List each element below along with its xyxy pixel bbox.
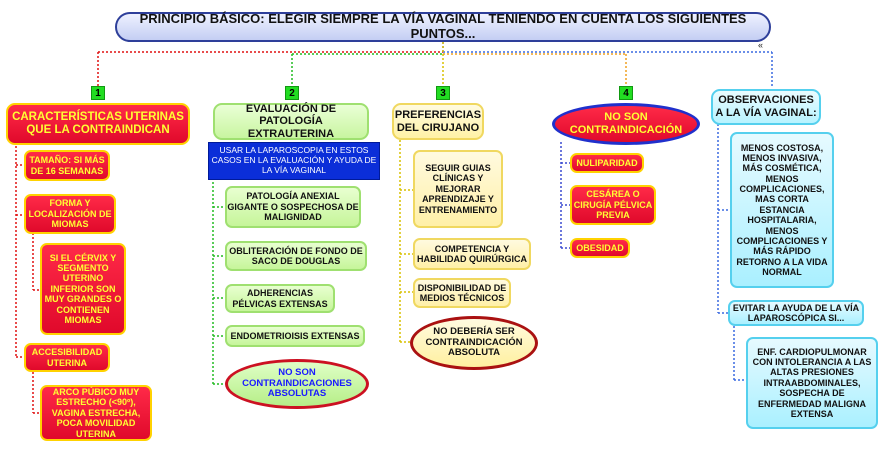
column-number-3: 3 <box>436 86 450 100</box>
col4-item-prior-surgery: CESÁREA O CIRUGÍA PÉLVICA PREVIA <box>570 185 656 225</box>
col2-item-adnexal: PATOLOGÍA ANEXIAL GIGANTE O SOSPECHOSA D… <box>225 186 361 228</box>
col2-item-douglas: OBLITERACIÓN DE FONDO DE SACO DE DOUGLAS <box>225 241 367 271</box>
col5-item-benefits: MENOS COSTOSA, MENOS INVASIVA, MÁS COSMÉ… <box>730 132 834 288</box>
column-number-4: 4 <box>619 86 633 100</box>
col3-item-skill: COMPETENCIA Y HABILIDAD QUIRÚRGICA <box>413 238 531 270</box>
column-number-1: 1 <box>91 86 105 100</box>
col5-item-cardiopulmonary: ENF. CARDIOPULMONAR CON INTOLERANCIA A L… <box>746 337 878 429</box>
col5-item-avoid-laparoscopy: EVITAR LA AYUDA DE LA VÍA LAPAROSCÓPICA … <box>728 300 864 326</box>
col2-heading: EVALUACIÓN DE PATOLOGÍA EXTRAUTERINA <box>213 103 369 140</box>
col1-item-pubic-arch: ARCO PÚBICO MUY ESTRECHO (<90º), VAGINA … <box>40 385 152 441</box>
col1-item-access: ACCESIBILIDAD UTERINA <box>24 343 110 372</box>
col2-note: USAR LA LAPAROSCOPIA EN ESTOS CASOS EN L… <box>208 142 380 180</box>
col3-item-guidelines: SEGUIR GUIAS CLÍNICAS Y MEJORAR APRENDIZ… <box>413 150 503 228</box>
col2-item-endometriosis: ENDOMETRIOISIS EXTENSAS <box>225 325 365 347</box>
col1-heading: CARACTERÍSTICAS UTERINAS QUE LA CONTRAIN… <box>6 103 190 145</box>
col3-heading: PREFERENCIAS DEL CIRUJANO <box>392 103 484 140</box>
col1-item-size: TAMAÑO: SI MÁS DE 16 SEMANAS <box>24 150 110 181</box>
col2-oval-not-absolute: NO SON CONTRAINDICACIONES ABSOLUTAS <box>225 359 369 409</box>
col4-item-nulliparity: NULIPARIDAD <box>570 153 644 173</box>
col2-item-adhesions: ADHERENCIAS PÉLVICAS EXTENSAS <box>225 284 335 313</box>
col1-item-cervix: SI EL CÉRVIX Y SEGMENTO UTERINO INFERIOR… <box>40 243 126 335</box>
col4-heading: NO SON CONTRAINDICACIÓN <box>552 103 700 145</box>
col5-heading: OBSERVACIONES A LA VÍA VAGINAL: <box>711 89 821 125</box>
col3-item-technical-means: DISPONIBILIDAD DE MEDIOS TÉCNICOS <box>413 278 511 308</box>
col1-item-fibroids: FORMA Y LOCALIZACIÓN DE MIOMAS <box>24 194 116 234</box>
column-number-2: 2 <box>285 86 299 100</box>
col3-oval-not-absolute: NO DEBERÍA SER CONTRAINDICACIÓN ABSOLUTA <box>410 316 538 370</box>
main-title: PRINCIPIO BÁSICO: ELEGIR SIEMPRE LA VÍA … <box>115 11 771 42</box>
col4-item-obesity: OBESIDAD <box>570 238 630 258</box>
corner-mark: « <box>758 40 764 50</box>
